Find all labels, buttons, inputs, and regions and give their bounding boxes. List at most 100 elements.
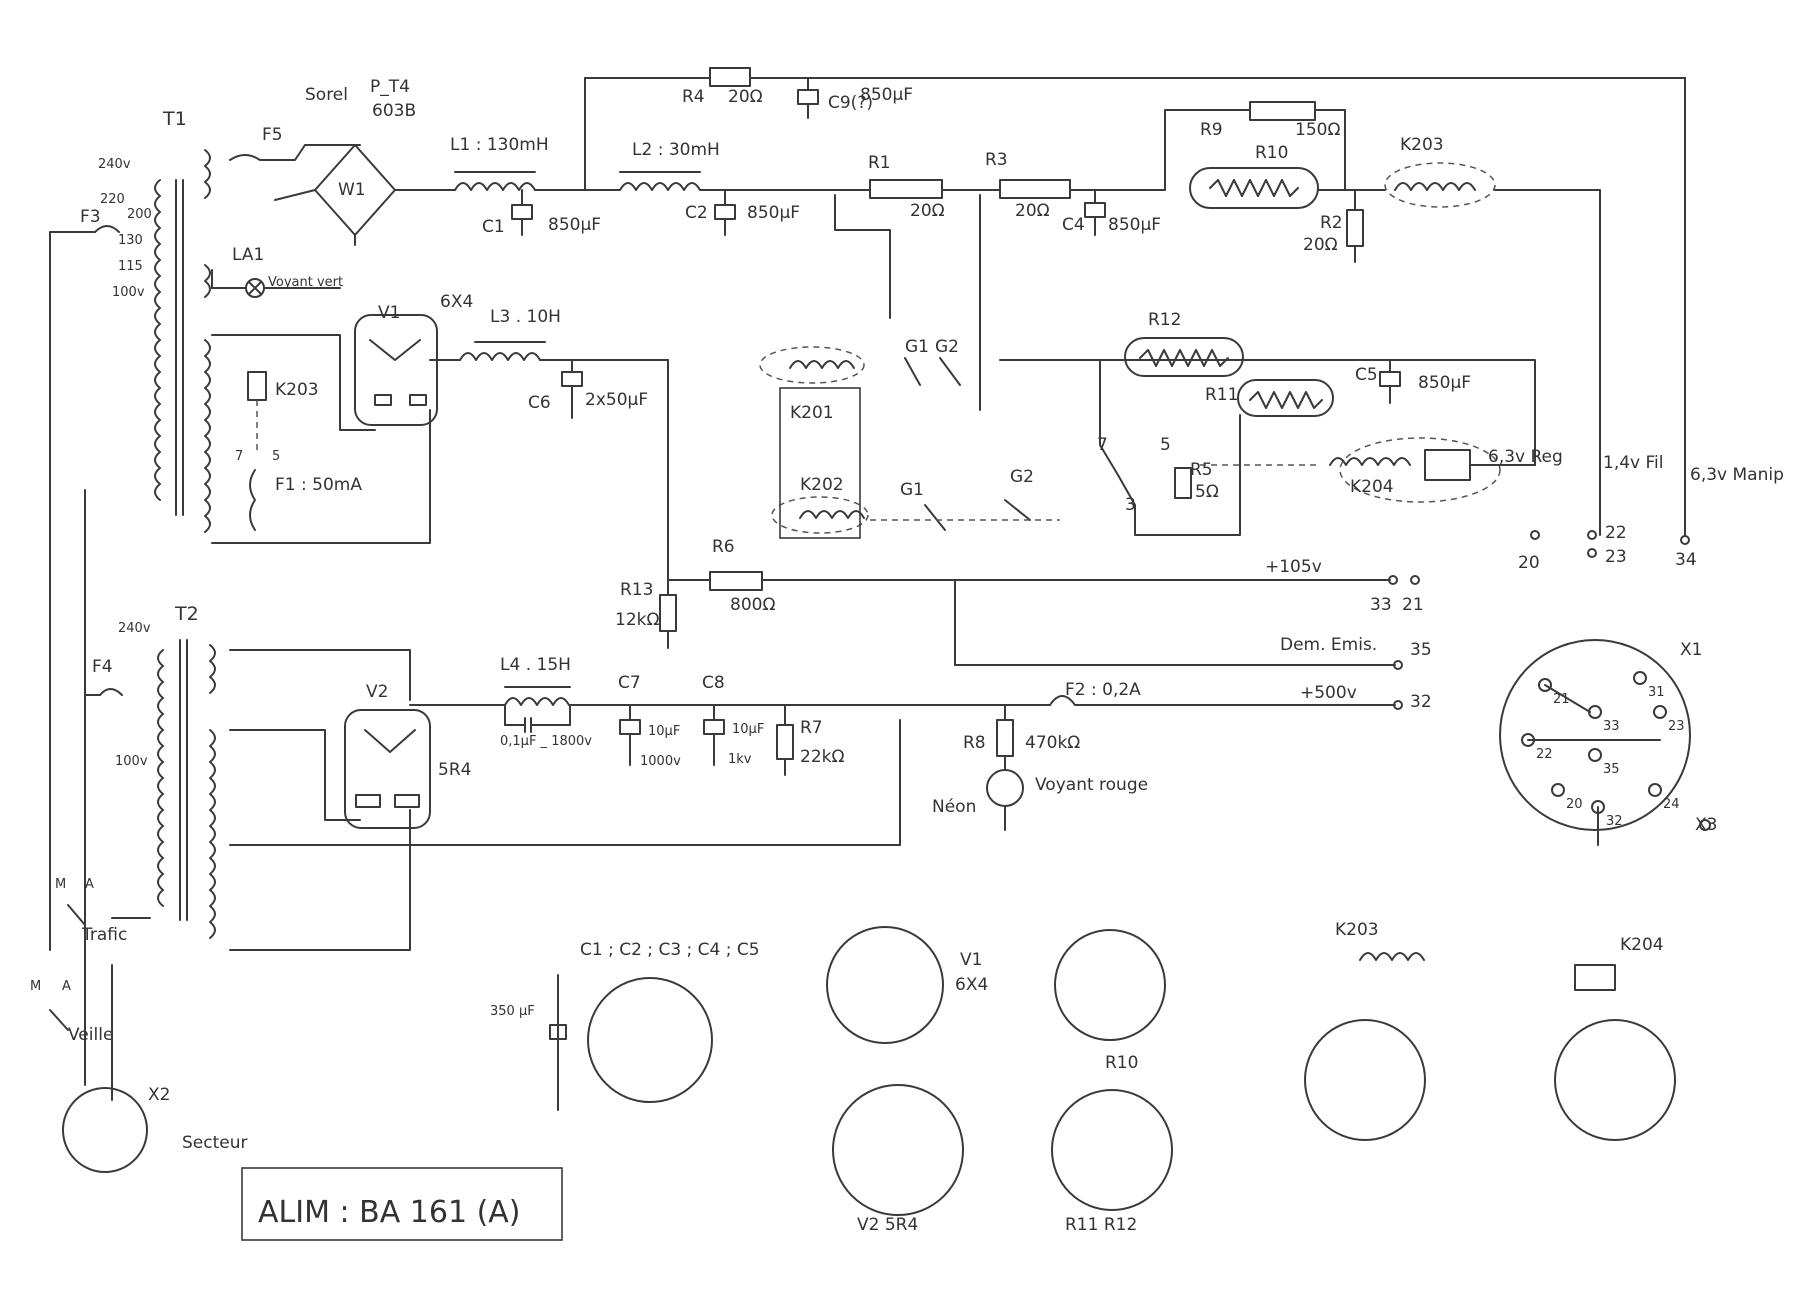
veille-m: M (30, 979, 41, 994)
x1-pin-label: 31 (1648, 685, 1665, 700)
switch-pin3: 3 (1125, 495, 1136, 515)
k203-contact-f1: K203 7 5 F1 : 50mA (235, 371, 362, 531)
cap-l4-value: 0,1µF _ 1800v (500, 734, 592, 749)
t1-tap-130: 130 (118, 233, 143, 248)
x1-pin-label: 32 (1606, 814, 1623, 829)
voyant-vert-label: Voyant vert (268, 275, 343, 290)
inductor-l4-label: L4 . 15H (500, 655, 571, 675)
capacitor-c2-value: 850µF (747, 203, 800, 223)
transformer-t2: T2 240v 100v F4 (84, 489, 216, 1086)
capacitor-c8-value: 10µF (732, 722, 764, 737)
resistor-r6-label: R6 (712, 537, 735, 557)
x1-pin (1551, 783, 1565, 797)
capacitor-c8-label: C8 (702, 673, 725, 693)
plus500-label: +500v (1300, 683, 1357, 703)
capacitor-c8-voltage: 1kv (728, 752, 752, 767)
x1-pin (1538, 678, 1552, 692)
capacitor-c6-value: 2x50µF (585, 390, 648, 410)
resistor-r2-label: R2 (1320, 213, 1343, 233)
capacitor-c7-value: 10µF (648, 724, 680, 739)
capacitor-c1-value: 850µF (548, 215, 601, 235)
x1-pin-label: 35 (1603, 762, 1620, 777)
resistor-r4-label: R4 (682, 87, 705, 107)
pin-35-label: 35 (1410, 640, 1432, 660)
g2-top-label: G2 (935, 337, 959, 357)
reg-voltage-label: 6,3v Reg (1488, 447, 1563, 467)
manip-voltage-label: 6,3v Manip (1690, 465, 1784, 485)
v1-socket-type: 6X4 (955, 975, 988, 995)
filter-chain-top: L1 : 130mH L2 : 30mH C1 850µF C2 850µF (439, 135, 871, 237)
veille-label: Veille (68, 1025, 113, 1045)
g2-label: G2 (1010, 467, 1034, 487)
x1-pin (1653, 705, 1667, 719)
x1-pin (1588, 748, 1602, 762)
tube-v1: V1 6X4 (211, 292, 473, 544)
inductor-l3-label: L3 . 10H (490, 307, 561, 327)
x1-pin-label: 21 (1553, 692, 1570, 707)
bridge-rectifier-w1: F5 W1 (229, 125, 441, 246)
pin-34-label: 34 (1675, 550, 1697, 570)
trafic-a: A (85, 877, 94, 892)
x1-pin-label: 33 (1603, 719, 1620, 734)
t2-tap-100: 100v (115, 754, 148, 769)
x1-pin (1633, 671, 1647, 685)
mains-switches: M A Trafic M A Veille X2 Secteur (30, 877, 248, 1173)
cap-350-label: 350 µF (490, 1004, 535, 1019)
capacitor-c7-label: C7 (618, 673, 641, 693)
socket-sketches: C1 ; C2 ; C3 ; C4 ; C5 350 µF V1 6X4 R10… (490, 920, 1676, 1235)
g1-top-label: G1 (905, 337, 929, 357)
voyant-rouge-label: Voyant rouge (1035, 775, 1148, 795)
fuse-f1-label: F1 : 50mA (275, 475, 362, 495)
relays-k201-k202: K201 K202 G1 G2 G1 G2 (759, 337, 1060, 539)
plus105-line: R6 800Ω R13 12kΩ +105v 33 21 Dem. Emis. … (615, 537, 1432, 670)
r1-r3-c4: R1 20Ω R3 20Ω C4 850µF (834, 150, 1166, 411)
r11-r12-k204: R12 R11 C5 850µF 7 5 3 R5 5Ω K204 (999, 310, 1536, 536)
pin-22-label: 22 (1605, 523, 1627, 543)
l3-c6: L3 . 10H C6 2x50µF (459, 307, 669, 581)
transformer-t1: T1 240v 220 200 130 115 100v F3 (49, 108, 211, 951)
x1-pin-label: 23 (1668, 719, 1685, 734)
relay-k202-label: K202 (800, 475, 844, 495)
pin-21-label: 21 (1402, 595, 1424, 615)
t1-label: T1 (162, 108, 187, 130)
plus105-label: +105v (1265, 557, 1322, 577)
g1-label: G1 (900, 480, 924, 500)
capacitor-c7-voltage: 1000v (640, 754, 681, 769)
connector-x1-label: X1 (1680, 640, 1702, 660)
title-block: ALIM : BA 161 (A) (241, 1167, 563, 1241)
tube-v1-label: V1 (378, 303, 400, 323)
r11-r12-socket-label: R11 R12 (1065, 1215, 1137, 1235)
resistor-r3-value: 20Ω (1015, 201, 1050, 221)
relay-k204-label: K204 (1350, 477, 1394, 497)
x1-pin-label: 24 (1663, 797, 1680, 812)
sorel-label: Sorel (305, 85, 348, 105)
v1-socket-label: V1 (960, 950, 982, 970)
bridge-w1-label: W1 (338, 180, 366, 200)
secteur-label: Secteur (182, 1133, 248, 1153)
tube-v2-label: V2 (366, 682, 388, 702)
capacitor-c4-label: C4 (1062, 215, 1085, 235)
dem-emis-label: Dem. Emis. (1280, 635, 1377, 655)
resistor-r13-value: 12kΩ (615, 610, 659, 630)
title-text: ALIM : BA 161 (A) (258, 1195, 521, 1230)
inductor-l2-label: L2 : 30mH (632, 140, 720, 160)
trafic-label: Trafic (81, 925, 127, 945)
relay-k201-label: K201 (790, 403, 834, 423)
pin-20-label: 20 (1518, 553, 1540, 573)
k204-socket-label: K204 (1620, 935, 1664, 955)
r4-c9-branch: R4 20Ω C9(?) 850µF (584, 67, 1686, 536)
resistor-r12-label: R12 (1148, 310, 1181, 330)
inductor-l1-label: L1 : 130mH (450, 135, 549, 155)
capacitor-c4-value: 850µF (1108, 215, 1161, 235)
tube-v2: V2 5R4 (229, 649, 901, 951)
t1-tap-220: 220 (100, 192, 125, 207)
resistor-r4-value: 20Ω (728, 87, 763, 107)
pt4-number: 603B (372, 101, 416, 121)
resistor-r7-label: R7 (800, 718, 823, 738)
r9-r10-k203: R9 150Ω R10 R2 20Ω K203 (1164, 101, 1601, 536)
resistor-r11-label: R11 (1205, 385, 1238, 405)
resistor-r10-label: R10 (1255, 143, 1288, 163)
capacitor-c9-label: C9(?) (828, 93, 873, 113)
